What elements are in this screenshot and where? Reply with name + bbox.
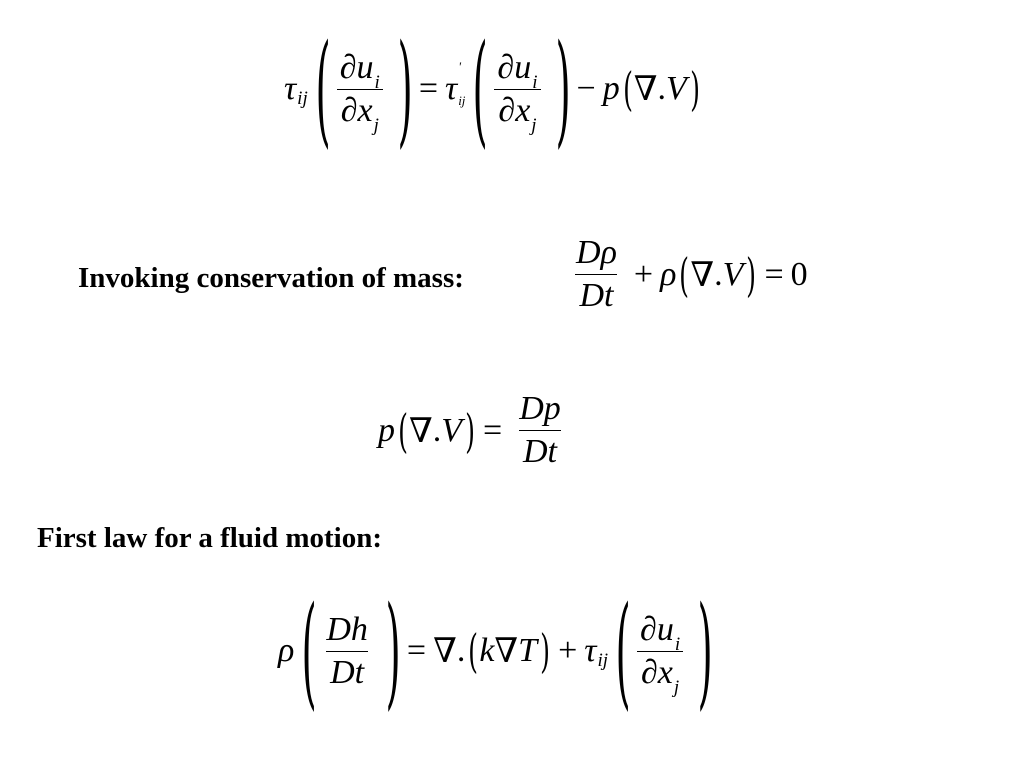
p-symbol: p	[602, 70, 620, 107]
left-paren: (	[615, 580, 631, 722]
subscript-ij: ij	[597, 650, 609, 671]
fraction-dp-dt: Dp Dt	[519, 390, 561, 470]
first-law-label: First law for a fluid motion:	[37, 522, 383, 554]
rho-symbol: ρ	[660, 255, 677, 293]
fraction-du-dx: ∂ui ∂xj	[336, 50, 384, 135]
left-paren: (	[468, 624, 479, 678]
right-paren: )	[540, 624, 551, 678]
nabla-symbol: ∇	[409, 412, 433, 450]
nabla-symbol: ∇	[433, 633, 457, 670]
zero: 0	[790, 255, 808, 293]
fraction-drho-dt: Dρ Dt	[575, 234, 618, 314]
energy-equation: ρ ( Dh Dt ) = ∇. ( k∇T ) + τ ij ( ∂ui ∂x…	[278, 580, 713, 722]
prime-subscript: ' ij	[458, 59, 466, 108]
right-paren: )	[697, 580, 713, 722]
right-paren: )	[385, 580, 401, 722]
p-symbol: p	[378, 411, 395, 449]
conservation-of-mass-label: Invoking conservation of mass:	[78, 262, 464, 294]
right-paren: )	[554, 18, 571, 160]
left-paren: (	[622, 62, 633, 116]
nabla-symbol: ∇	[633, 71, 658, 108]
nabla-symbol: ∇	[690, 256, 715, 294]
tau-symbol: τ	[284, 70, 297, 107]
plus-sign: +	[633, 255, 654, 293]
tau-prime-symbol: τ	[445, 70, 458, 107]
equals-sign: =	[418, 70, 439, 107]
equals-sign: =	[764, 255, 784, 293]
right-paren: )	[689, 62, 700, 116]
left-paren: (	[679, 247, 690, 302]
left-paren: (	[398, 403, 409, 458]
continuity-equation: Dρ Dt + ρ ( ∇.V ) = 0	[566, 236, 808, 313]
left-paren: (	[315, 18, 331, 160]
fraction-du-dx: ∂ui ∂xj	[493, 50, 541, 135]
plus-sign: +	[558, 632, 578, 669]
right-paren: )	[746, 247, 757, 302]
equals-sign: =	[406, 632, 427, 669]
tau-symbol: τ	[584, 632, 597, 669]
right-paren: )	[465, 403, 476, 458]
left-paren: (	[301, 580, 318, 722]
fraction-dh-dt: Dh Dt	[326, 610, 369, 691]
rho-symbol: ρ	[278, 632, 295, 669]
left-paren: (	[472, 18, 489, 160]
minus-sign: −	[576, 70, 596, 107]
equals-sign: =	[483, 411, 503, 449]
stress-tensor-equation: τ ij ( ∂ui ∂xj ) = τ ' ij ( ∂ui ∂xj ) − …	[284, 18, 700, 160]
pressure-divergence-equation: p ( ∇.V ) = Dp Dt	[378, 392, 571, 469]
right-paren: )	[397, 18, 413, 160]
fraction-du-dx: ∂ui ∂xj	[636, 612, 684, 697]
subscript-ij: ij	[297, 88, 308, 109]
nabla-symbol: ∇	[494, 633, 519, 670]
